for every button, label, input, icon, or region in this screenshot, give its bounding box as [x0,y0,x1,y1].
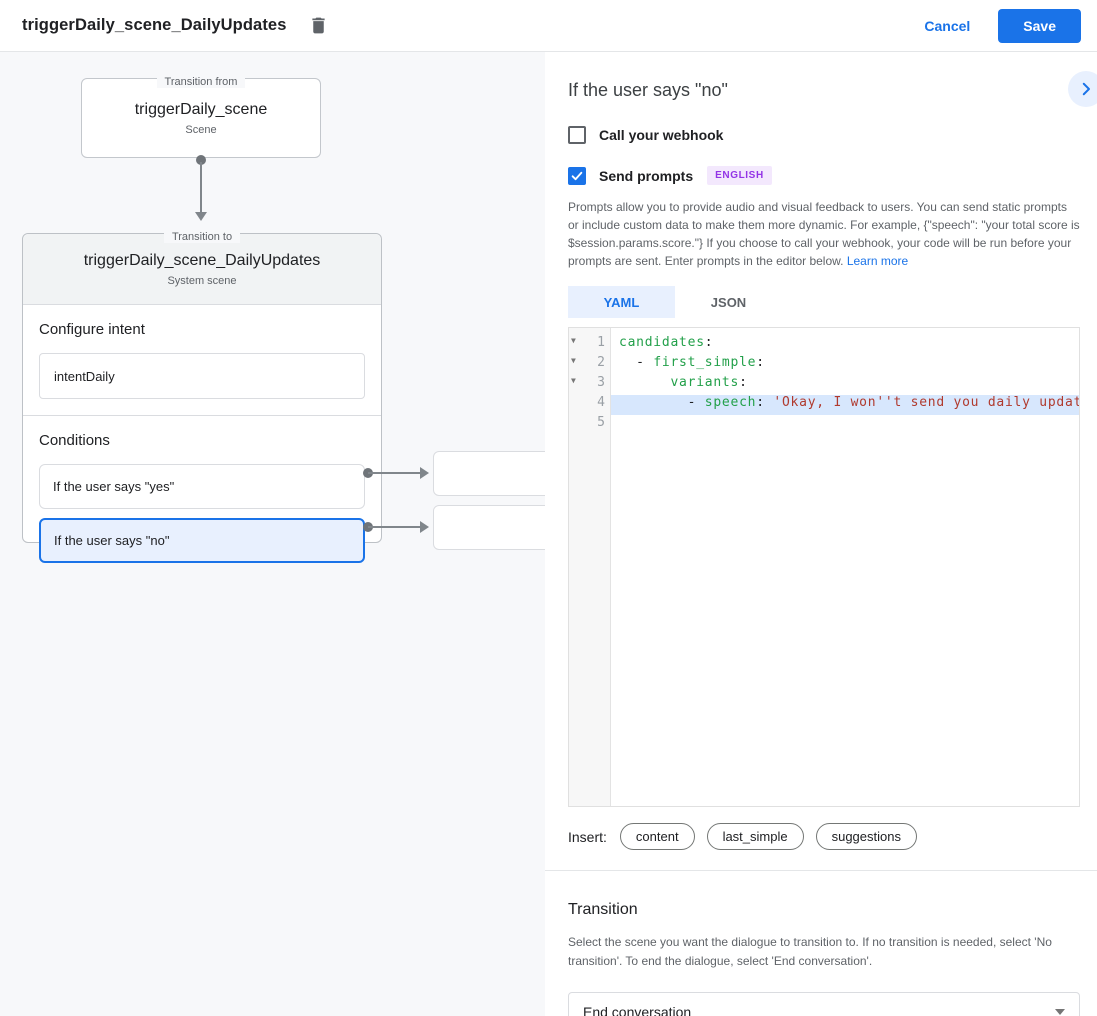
connector-dot [196,155,206,165]
to-node-header[interactable]: triggerDaily_scene_DailyUpdates System s… [23,234,381,305]
editor-code-area[interactable]: candidates: - first_simple: variants: - … [611,328,1079,806]
code-line [611,415,1079,435]
call-webhook-label: Call your webhook [599,127,724,143]
code-line: variants: [670,375,748,390]
connector-line [200,162,202,214]
card-divider [23,415,381,416]
dropdown-caret-icon [1055,1009,1065,1016]
fold-arrow-icon[interactable]: ▼ [571,356,576,365]
fold-arrow-icon[interactable]: ▼ [571,336,576,345]
panel-title: If the user says "no" [568,80,728,100]
fold-arrow-icon[interactable]: ▼ [571,376,576,385]
line-number: 4 [597,395,605,410]
transition-to-card: Transition to triggerDaily_scene_DailyUp… [22,231,382,563]
page-title: triggerDaily_scene_DailyUpdates [22,16,287,34]
to-node-subtitle: System scene [167,274,237,287]
line-number: 3 [597,375,605,390]
connector-arrowhead-icon [195,212,207,221]
connector-arrowhead-icon [420,521,429,533]
connector-line [368,472,420,474]
condition-target-node[interactable] [433,505,545,550]
cancel-button[interactable]: Cancel [908,10,986,42]
prompts-description: Prompts allow you to provide audio and v… [568,200,1080,268]
prompt-code-editor[interactable]: ▼ 1 ▼ 2 ▼ 3 4 5 candidates: - first_simple:… [568,327,1080,807]
intent-item[interactable]: intentDaily [39,353,365,399]
connector-line [368,526,420,528]
conditions-label: Conditions [39,432,110,449]
send-prompts-label: Send prompts [599,167,694,184]
chevron-right-icon [1077,80,1095,98]
tab-yaml[interactable]: YAML [568,286,675,318]
section-divider [545,870,1097,871]
from-node-title: triggerDaily_scene [134,100,268,118]
call-webhook-checkbox[interactable] [568,126,586,144]
insert-chip-content[interactable]: content [619,823,695,850]
from-node-subtitle: Scene [185,123,217,136]
transition-from-legend: Transition from [82,72,320,90]
transition-description: Select the scene you want the dialogue t… [568,935,1052,968]
code-line: candidates: [619,335,714,350]
editor-format-tabs: YAML JSON [568,286,1080,318]
code-line: - first_simple: [619,355,765,370]
transition-select-value: End conversation [583,1004,692,1016]
top-bar: triggerDaily_scene_DailyUpdates Cancel S… [0,0,1097,52]
insert-chip-suggestions[interactable]: suggestions [815,823,917,850]
learn-more-link[interactable]: Learn more [846,254,909,268]
insert-label: Insert: [568,828,607,845]
transition-section: Transition Select the scene you want the… [545,871,1097,1016]
delete-scene-button[interactable] [304,12,332,40]
collapse-panel-button[interactable] [1068,71,1097,107]
scene-diagram-canvas: Transition from triggerDaily_scene Scene… [0,52,545,1016]
insert-chip-last-simple[interactable]: last_simple [706,823,804,850]
transition-title: Transition [568,901,638,918]
configure-intent-label: Configure intent [39,321,145,338]
check-icon [570,169,584,183]
condition-item-no[interactable]: If the user says "no" [39,518,365,563]
editor-gutter: ▼ 1 ▼ 2 ▼ 3 4 5 [569,328,611,806]
transition-from-node[interactable]: Transition from triggerDaily_scene Scene [81,76,321,158]
code-line-active: - speech: 'Okay, I won''t send you daily… [611,395,1079,415]
send-prompts-checkbox[interactable] [568,166,586,185]
transition-select[interactable]: End conversation [568,992,1080,1016]
condition-target-node[interactable] [433,451,545,496]
line-number: 5 [597,415,605,430]
condition-detail-panel: If the user says "no" Call your webhook … [545,52,1097,1016]
to-node-title: triggerDaily_scene_DailyUpdates [83,251,321,269]
tab-json[interactable]: JSON [710,294,747,310]
trash-icon [308,15,329,36]
condition-item-yes[interactable]: If the user says "yes" [39,464,365,509]
line-number: 1 [597,335,605,350]
save-button[interactable]: Save [998,8,1081,43]
line-number: 2 [597,355,605,370]
language-badge: ENGLISH [707,166,772,185]
connector-arrowhead-icon [420,467,429,479]
